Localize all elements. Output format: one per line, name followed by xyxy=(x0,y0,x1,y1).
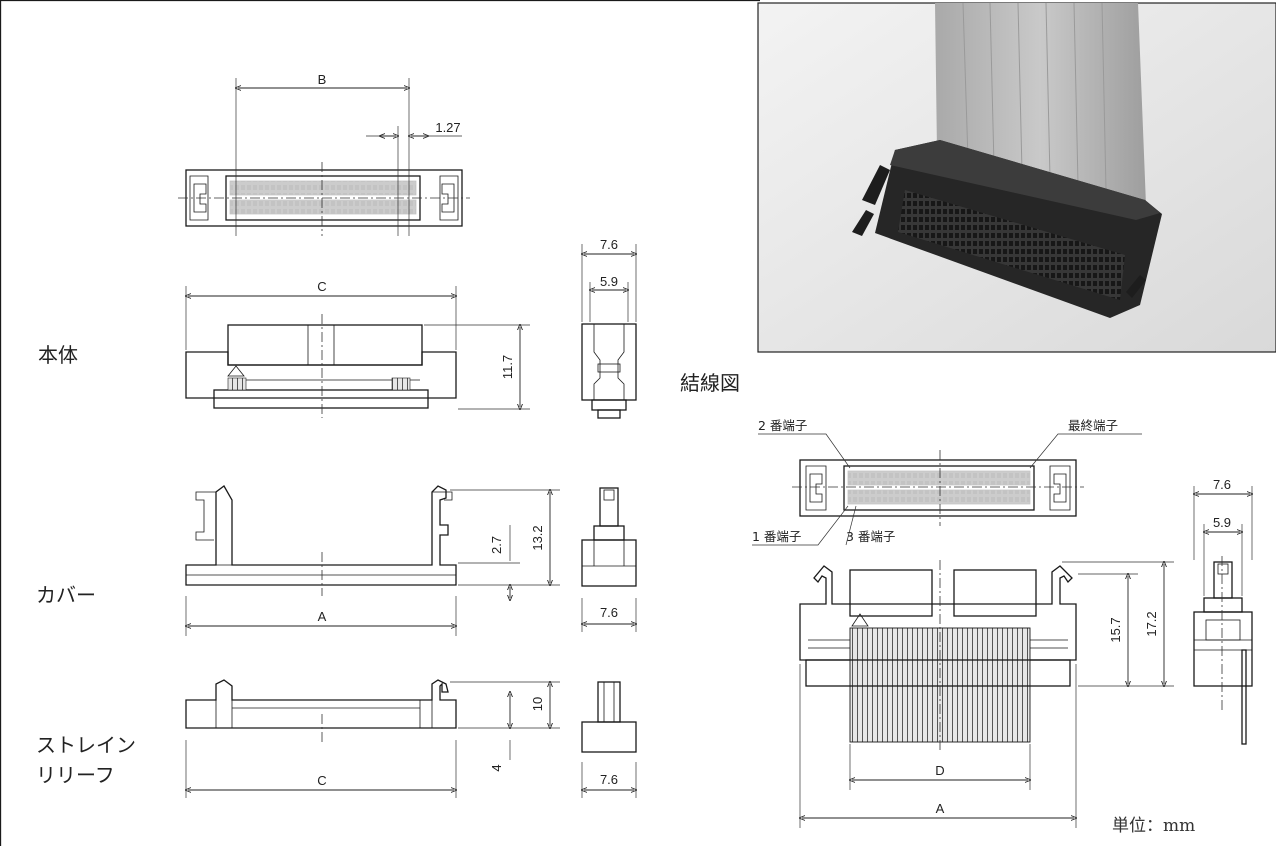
label-body: 本体 xyxy=(38,343,78,367)
dim-pitch: 1.27 xyxy=(435,120,460,135)
dim-asm-h1: 15.7 xyxy=(1108,617,1123,642)
strain-relief-front-view xyxy=(185,679,457,742)
dim-cover-h1: 2.7 xyxy=(489,536,504,554)
cover-side-view xyxy=(581,487,637,587)
wiring-side-view xyxy=(1193,556,1253,745)
dim-body-depth: 7.6 xyxy=(600,237,618,252)
unit-note: 単位：mm xyxy=(1112,816,1195,836)
label-wiring-diagram: 結線図 xyxy=(680,371,740,395)
wiring-top-view xyxy=(792,450,1084,526)
note-pin3: 3 番端子 xyxy=(846,529,895,544)
dim-d: D xyxy=(935,763,944,778)
wiring-front-view xyxy=(799,560,1077,750)
dim-b: B xyxy=(318,72,327,87)
dim-a-cover: A xyxy=(318,609,327,624)
product-photo xyxy=(757,2,1276,353)
dim-body-inner: 5.9 xyxy=(600,274,618,289)
body-top-view xyxy=(178,162,470,236)
label-strain-relief-2: リリーフ xyxy=(36,763,115,787)
dim-cover-h2: 13.2 xyxy=(530,525,545,550)
dim-a-asm: A xyxy=(936,801,945,816)
dim-cover-depth: 7.6 xyxy=(600,605,618,620)
dim-asm-h2: 17.2 xyxy=(1144,611,1159,636)
dim-relief-depth: 7.6 xyxy=(600,772,618,787)
label-cover: カバー xyxy=(36,583,96,607)
body-side-view xyxy=(581,323,637,419)
label-strain-relief-1: ストレイン xyxy=(36,733,136,757)
dim-relief-h1: 10 xyxy=(530,697,545,711)
note-pin2: 2 番端子 xyxy=(758,418,807,433)
dim-body-height: 11.7 xyxy=(500,355,515,379)
dim-c-body: C xyxy=(317,279,326,294)
note-pin1: 1 番端子 xyxy=(752,529,801,544)
dim-asm-inner: 5.9 xyxy=(1213,515,1231,530)
cover-front-view xyxy=(185,485,457,596)
dim-asm-depth: 7.6 xyxy=(1213,477,1231,492)
strain-relief-side-view xyxy=(581,681,637,753)
dim-c-relief: C xyxy=(317,773,326,788)
note-last-pin: 最終端子 xyxy=(1068,418,1118,433)
body-front-view xyxy=(185,314,457,418)
dim-relief-h2: 4 xyxy=(489,764,504,771)
